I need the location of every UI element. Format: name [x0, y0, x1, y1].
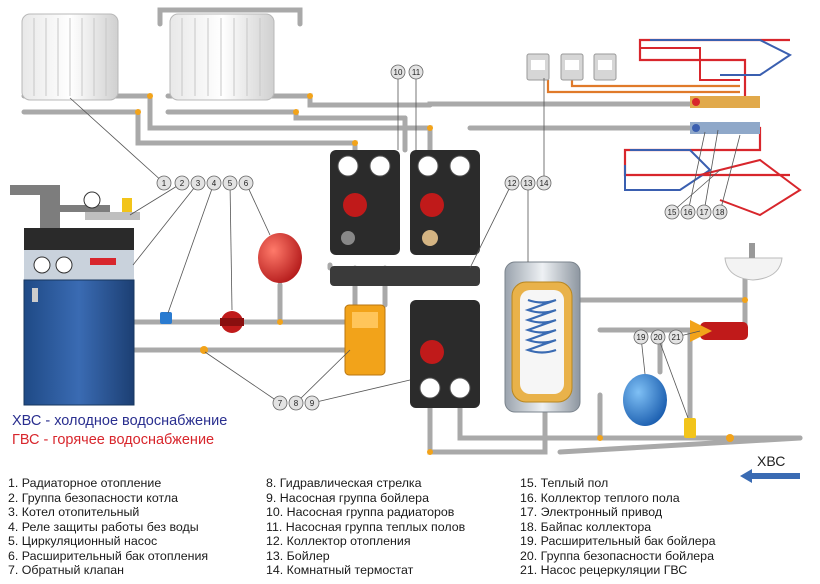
- callout-21: 21: [668, 329, 684, 345]
- component-list-column-2: 8. Гидравлическая стрелка 9. Насосная гр…: [266, 476, 465, 578]
- callout-number: 20: [654, 333, 663, 342]
- boiler-safety-group: [684, 418, 696, 438]
- sink: [724, 243, 783, 281]
- callout-number: 3: [196, 179, 201, 188]
- list-item: 8. Гидравлическая стрелка: [266, 476, 422, 490]
- callout-7: 7: [272, 395, 288, 411]
- hydraulic-separator: [344, 304, 386, 376]
- component-list-column-3: 15. Теплый пол 16. Коллектор теплого пол…: [520, 476, 715, 578]
- recirculation-pump: [690, 320, 748, 342]
- callout-number: 5: [228, 179, 233, 188]
- pump-group-boiler: [410, 300, 480, 408]
- callout-number: 9: [310, 399, 315, 408]
- list-item: 5. Циркуляционный насос: [8, 534, 158, 548]
- list-item: 13. Бойлер: [266, 548, 330, 563]
- callout-8: 8: [288, 395, 304, 411]
- callout-number: 16: [684, 208, 693, 217]
- cold-water-arrow-label: ХВС: [757, 453, 786, 469]
- room-thermostats: [526, 53, 617, 81]
- list-item: 17. Электронный привод: [520, 505, 663, 519]
- callout-2: 2: [174, 175, 190, 191]
- list-item: 7. Обратный клапан: [8, 563, 124, 577]
- callout-1: 1: [156, 175, 172, 191]
- callout-number: 14: [540, 179, 549, 188]
- callout-16: 16: [680, 204, 696, 220]
- list-item: 3. Котел отопительный: [8, 505, 140, 519]
- callout-number: 15: [668, 208, 677, 217]
- callout-20: 20: [650, 329, 666, 345]
- water-heater: [504, 261, 581, 413]
- list-item: 4. Реле защиты работы без воды: [8, 519, 199, 534]
- callout-6: 6: [238, 175, 254, 191]
- callout-number: 18: [716, 208, 725, 217]
- list-item: 6. Расширительный бак отопления: [8, 548, 209, 563]
- callout-number: 10: [394, 68, 403, 77]
- callout-number: 6: [244, 179, 249, 188]
- legend-cold-water: ХВС - холодное водоснабжение: [12, 413, 228, 429]
- callout-number: 12: [508, 179, 517, 188]
- radiator-left: [21, 13, 119, 101]
- callout-3: 3: [190, 175, 206, 191]
- callout-number: 13: [524, 179, 533, 188]
- list-item: 12. Коллектор отопления: [266, 534, 411, 548]
- heating-boiler: [10, 185, 135, 406]
- list-item: 14. Комнатный термостат: [266, 563, 414, 577]
- callout-4: 4: [206, 175, 222, 191]
- fittings: [135, 93, 748, 455]
- callout-number: 11: [412, 68, 421, 77]
- list-item: 21. Насос рецеркуляции ГВС: [520, 563, 688, 577]
- list-item: 1. Радиаторное отопление: [8, 476, 162, 490]
- callout-number: 7: [278, 399, 283, 408]
- callout-number: 4: [212, 179, 217, 188]
- callout-10: 10: [390, 64, 406, 80]
- callout-17: 17: [696, 204, 712, 220]
- callout-18: 18: [712, 204, 728, 220]
- leader-lines: [69, 72, 741, 419]
- list-item: 9. Насосная группа бойлера: [266, 490, 429, 505]
- list-item: 11. Насосная группа теплых полов: [266, 519, 466, 534]
- callout-number: 19: [637, 333, 646, 342]
- pump-group-radiators: [330, 150, 400, 255]
- cold-water-inlet-arrow: [740, 469, 800, 483]
- callout-number: 8: [294, 399, 299, 408]
- callout-number: 21: [672, 333, 681, 342]
- boiler-expansion-tank: [623, 374, 667, 426]
- heating-collector: [330, 266, 480, 286]
- list-item: 16. Коллектор теплого пола: [520, 490, 680, 505]
- list-item: 15. Теплый пол: [520, 476, 609, 490]
- heating-expansion-tank: [258, 233, 302, 292]
- callout-5: 5: [222, 175, 238, 191]
- boiler-safety-group: [83, 191, 140, 220]
- callout-19: 19: [633, 329, 649, 345]
- callout-number: 1: [162, 179, 167, 188]
- callout-number: 17: [700, 208, 709, 217]
- list-item: 10. Насосная группа радиаторов: [266, 505, 455, 519]
- legend-hot-water: ГВС - горячее водоснабжение: [12, 432, 215, 448]
- dry-run-relay: [160, 312, 172, 324]
- circulation-pump: [220, 311, 244, 333]
- radiator-right: [169, 13, 275, 101]
- callout-15: 15: [664, 204, 680, 220]
- callout-13: 13: [520, 175, 536, 191]
- callout-number: 2: [180, 179, 185, 188]
- list-item: 19. Расширительный бак бойлера: [520, 534, 716, 548]
- pump-group-underfloor: [410, 150, 480, 255]
- callout-11: 11: [408, 64, 424, 80]
- callout-12: 12: [504, 175, 520, 191]
- underfloor-manifold: [690, 96, 760, 134]
- component-list-column-1: 1. Радиаторное отопление 2. Группа безоп…: [8, 476, 208, 578]
- callout-14: 14: [536, 175, 552, 191]
- list-item: 18. Байпас коллектора: [520, 519, 652, 534]
- list-item: 2. Группа безопасности котла: [8, 490, 178, 505]
- callout-9: 9: [304, 395, 320, 411]
- list-item: 20. Группа безопасности бойлера: [520, 548, 714, 563]
